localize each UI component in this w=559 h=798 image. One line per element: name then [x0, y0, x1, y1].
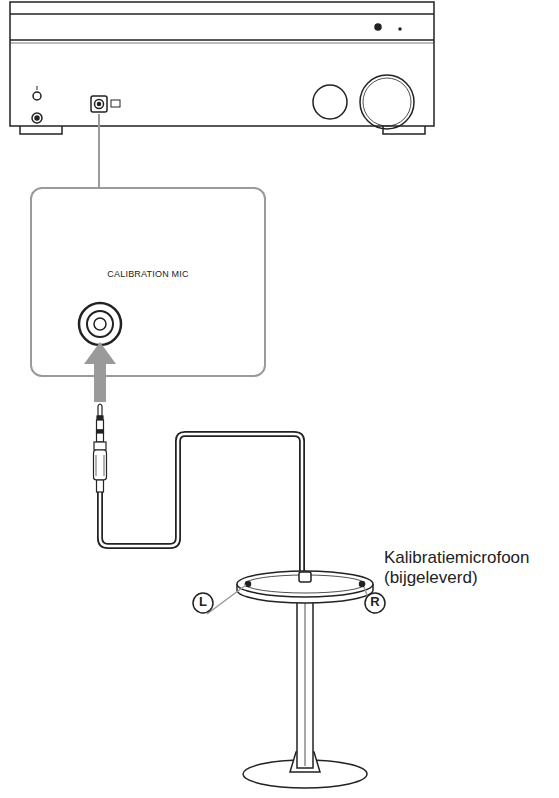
channel-marker: L: [193, 594, 213, 610]
channel-markers: [193, 585, 385, 614]
callout-box: CALIBRATION MIC: [30, 187, 266, 377]
mic-cable: [100, 434, 302, 578]
part-label: Kalibratiemicrofoon (bijgeleverd): [384, 548, 556, 589]
insert-arrow: [84, 342, 116, 402]
calibration-mic-jack: [79, 303, 121, 345]
channel-marker: R: [365, 594, 385, 610]
callout-leader: [98, 114, 100, 187]
mic-plug: [94, 404, 107, 492]
port-label: CALIBRATION MIC: [32, 269, 264, 279]
calibration-microphone-stand: [237, 571, 373, 788]
av-receiver: [10, 2, 434, 134]
